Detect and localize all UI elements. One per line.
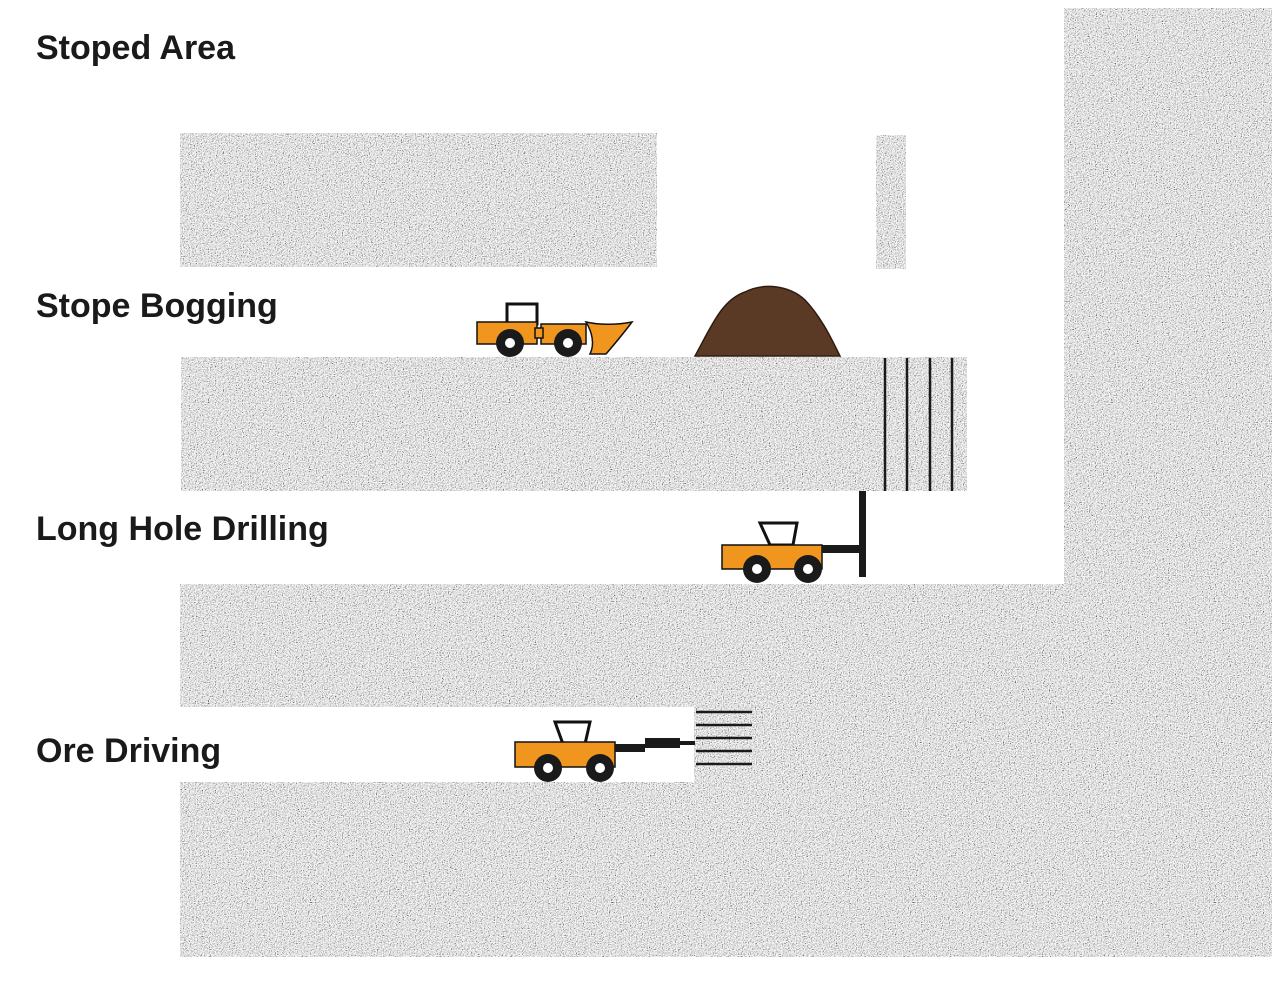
- label-long-hole-drilling: Long Hole Drilling: [36, 510, 329, 548]
- label-ore-driving: Ore Driving: [36, 732, 221, 770]
- lhd-loader-icon: [476, 302, 634, 357]
- ore-pile: [693, 285, 842, 357]
- long-holes: [883, 358, 954, 491]
- rock-upper-pillar: [179, 132, 658, 268]
- rock-middle-block: [180, 356, 968, 492]
- rock-mass: [179, 7, 1273, 958]
- label-stope-bogging: Stope Bogging: [36, 287, 278, 325]
- label-stoped-area: Stoped Area: [36, 29, 236, 67]
- longhole-drill-rig-icon: [721, 491, 866, 583]
- rock-remnant-pillar: [875, 134, 907, 270]
- development-jumbo-icon: [514, 720, 695, 782]
- rock-main-body: [179, 7, 1273, 958]
- drive-face-holes: [696, 710, 752, 766]
